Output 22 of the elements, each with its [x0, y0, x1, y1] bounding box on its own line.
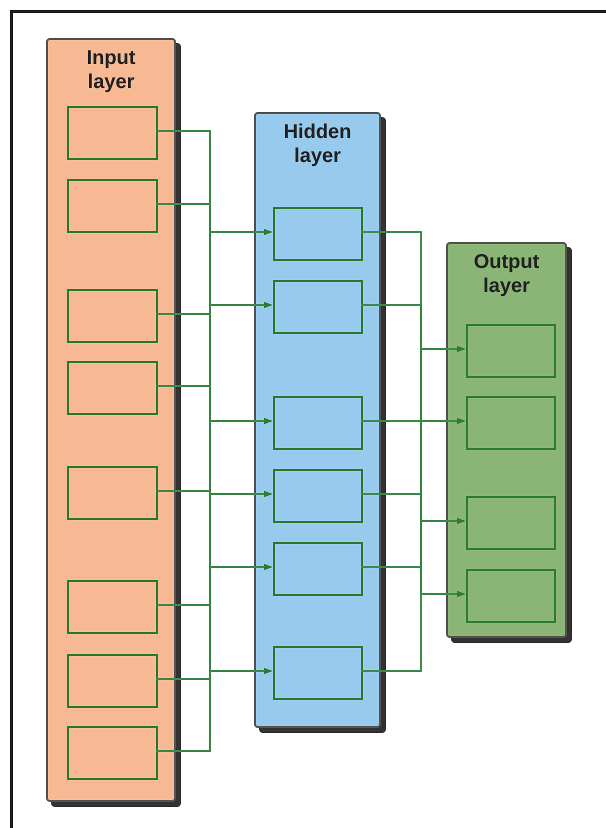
layer-title: Hidden layer: [282, 120, 352, 168]
layer-title: Input layer: [86, 46, 136, 94]
neuron-box: [273, 542, 363, 596]
neuron-box: [67, 289, 158, 343]
layer-title: Output layer: [472, 250, 540, 298]
neuron-box: [67, 654, 158, 708]
neuron-box: [67, 106, 158, 160]
neuron-box: [273, 646, 363, 700]
neuron-box: [273, 469, 363, 523]
neuron-box: [67, 726, 158, 780]
neuron-box: [67, 179, 158, 233]
neuron-box: [67, 361, 158, 415]
neuron-box: [67, 580, 158, 634]
neuron-box: [67, 466, 158, 520]
neuron-box: [273, 207, 363, 261]
connector-arrow: [361, 591, 465, 672]
neuron-box: [466, 496, 556, 550]
neuron-box: [273, 396, 363, 450]
neuron-box: [466, 324, 556, 378]
neuron-box: [466, 396, 556, 450]
neuron-box: [466, 569, 556, 623]
neuron-box: [273, 280, 363, 334]
